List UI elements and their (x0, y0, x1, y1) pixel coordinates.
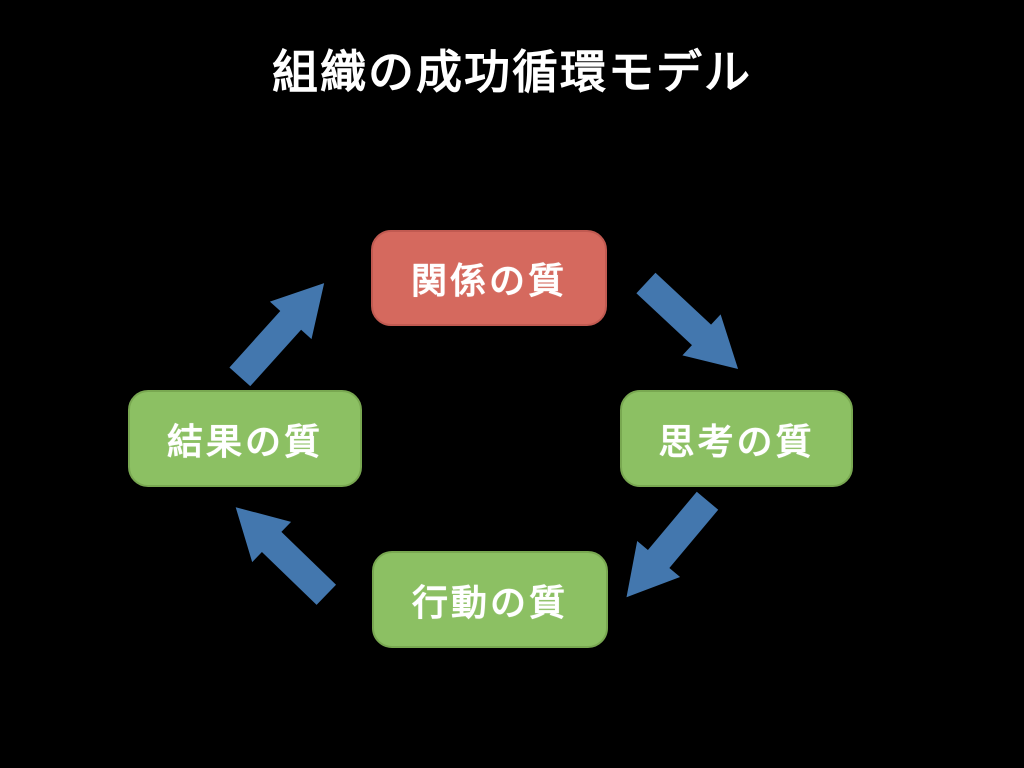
node-label: 行動の質 (411, 582, 568, 624)
node-result-quality: 結果の質 (128, 390, 362, 487)
arrow-down-left-icon (626, 491, 719, 598)
slide-title: 組織の成功循環モデル (272, 45, 752, 99)
node-action-quality: 行動の質 (372, 551, 608, 648)
arrow-up-left-icon (235, 507, 337, 605)
node-label: 結果の質 (166, 421, 323, 463)
node-relationship-quality: 関係の質 (371, 230, 607, 326)
node-label: 思考の質 (658, 421, 815, 463)
node-thinking-quality: 思考の質 (620, 390, 853, 487)
arrow-down-right-icon (636, 272, 739, 369)
arrow-up-right-icon (229, 283, 325, 387)
node-label: 関係の質 (410, 261, 567, 302)
